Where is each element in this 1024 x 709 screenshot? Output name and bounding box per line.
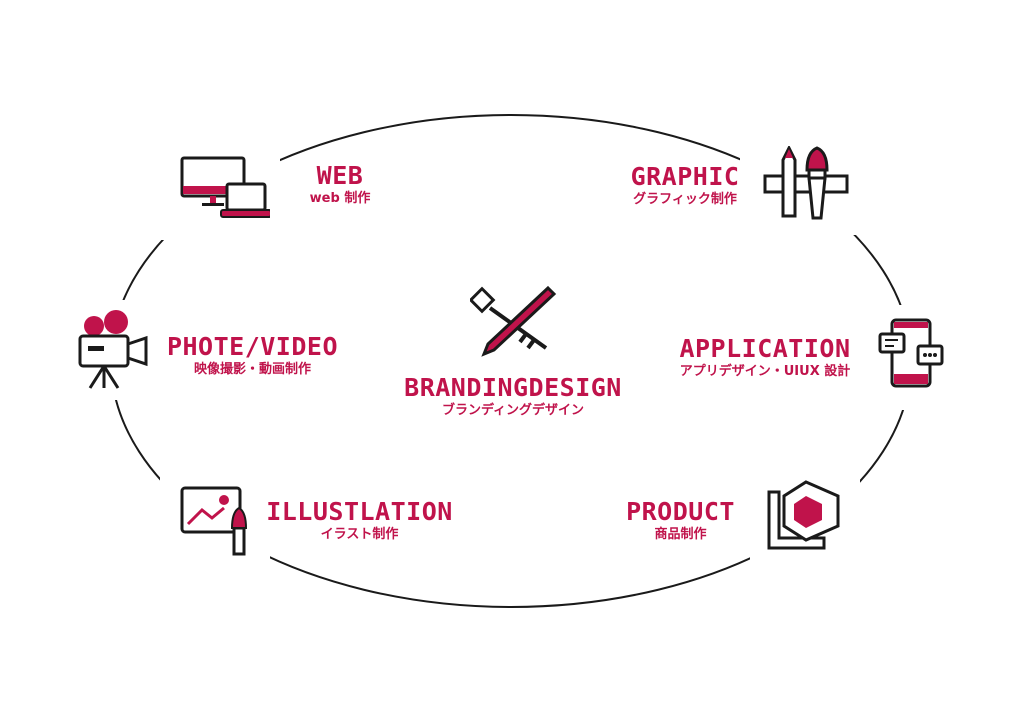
application-subtitle: アプリデザイン・UIUX 設計 — [679, 364, 851, 379]
graphic-title: GRAPHIC — [630, 162, 740, 191]
branding-subtitle: ブランディングデザイン — [441, 403, 585, 418]
branding-label: BRANDINGDESIGN ブランディングデザイン — [398, 374, 628, 420]
web-label: WEB web 制作 — [290, 162, 390, 208]
graphic-label: GRAPHIC グラフィック制作 — [610, 163, 760, 209]
product-subtitle: 商品制作 — [654, 527, 707, 542]
photo-video-title: PHOTE/VIDEO — [166, 332, 339, 361]
pencil-brush-ruler-icon — [763, 146, 849, 220]
web-title: WEB — [316, 161, 364, 190]
illustration-title: ILLUSTLATION — [266, 497, 453, 526]
illustration-label: ILLUSTLATION イラスト制作 — [262, 498, 457, 544]
monitor-laptop-icon — [180, 156, 270, 218]
branding-title: BRANDINGDESIGN — [404, 373, 622, 402]
image-brush-icon — [180, 486, 248, 556]
application-label: APPLICATION アプリデザイン・UIUX 設計 — [665, 335, 865, 381]
video-camera-icon — [78, 310, 148, 389]
photo-video-subtitle: 映像撮影・動画制作 — [193, 362, 311, 377]
key-pencil-icon — [470, 285, 557, 357]
web-subtitle: web 制作 — [309, 191, 371, 206]
product-label: PRODUCT 商品制作 — [618, 498, 743, 544]
graphic-subtitle: グラフィック制作 — [633, 192, 737, 207]
application-title: APPLICATION — [679, 334, 851, 363]
product-title: PRODUCT — [626, 497, 735, 526]
smartphone-chat-icon — [878, 318, 944, 388]
illustration-subtitle: イラスト制作 — [320, 527, 399, 542]
photo-video-label: PHOTE/VIDEO 映像撮影・動画制作 — [160, 333, 345, 379]
cube-ruler-icon — [767, 480, 840, 550]
